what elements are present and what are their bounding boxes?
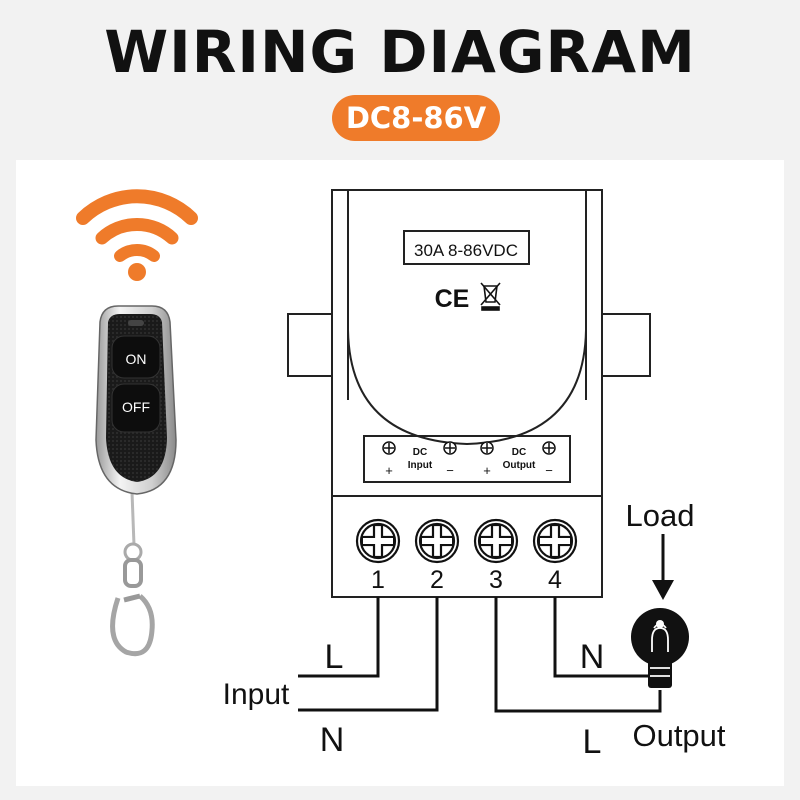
page-title: WIRING DIAGRAM [104,18,696,86]
input-l-label: L [325,638,344,676]
wires [298,597,662,713]
output-l-label: L [583,723,602,761]
wireless-signal-icon [76,189,198,281]
output-label: Output [632,718,725,753]
output-l-wire [494,597,662,713]
terminal-1-label: 1 [371,566,385,594]
terminal-1-screw-icon [355,518,401,564]
module-rating-label: 30A 8-86VDC [414,241,518,260]
keyring-icon [110,491,155,657]
terminal-2-screw-icon [414,518,460,564]
terminal-3-screw-icon [473,518,519,564]
off-button-shape [111,383,161,433]
on-button-shape [111,335,161,379]
input-l-wire [298,597,380,678]
input-label: Input [223,678,290,711]
dc-output-minus-sign: − [545,463,553,478]
remote-on-label: ON [126,351,147,367]
dc-input-label-top: DC [413,447,427,458]
dc-output-minus-screw-icon [542,441,556,455]
load-label: Load [626,498,695,533]
light-bulb-icon [631,608,689,688]
dc-output-plus-sign: + [483,463,491,478]
dc-input-label-bottom: Input [408,460,433,471]
dc-output-plus-screw-icon [480,441,494,455]
voltage-badge: DC8-86V [332,95,500,141]
dc-input-plus-sign: + [385,463,393,478]
input-n-label: N [320,721,345,759]
weee-bin-icon [480,282,501,311]
output-n-label: N [580,638,605,676]
load-arrow-icon [652,534,674,600]
ce-mark: CE [435,285,470,313]
dc-output-label-bottom: Output [503,460,536,471]
terminal-4-label: 4 [548,566,562,594]
terminal-4-screw-icon [532,518,578,564]
input-n-wire [298,597,439,712]
terminal-2-label: 2 [430,566,444,594]
dc-input-minus-sign: − [446,463,454,478]
dc-output-label-top: DC [512,447,526,458]
remote-off-label: OFF [122,399,150,415]
dc-input-minus-screw-icon [443,441,457,455]
remote-control: ON OFF [95,305,177,657]
output-n-wire [553,597,648,678]
dc-input-plus-screw-icon [382,441,396,455]
terminal-3-label: 3 [489,566,503,594]
